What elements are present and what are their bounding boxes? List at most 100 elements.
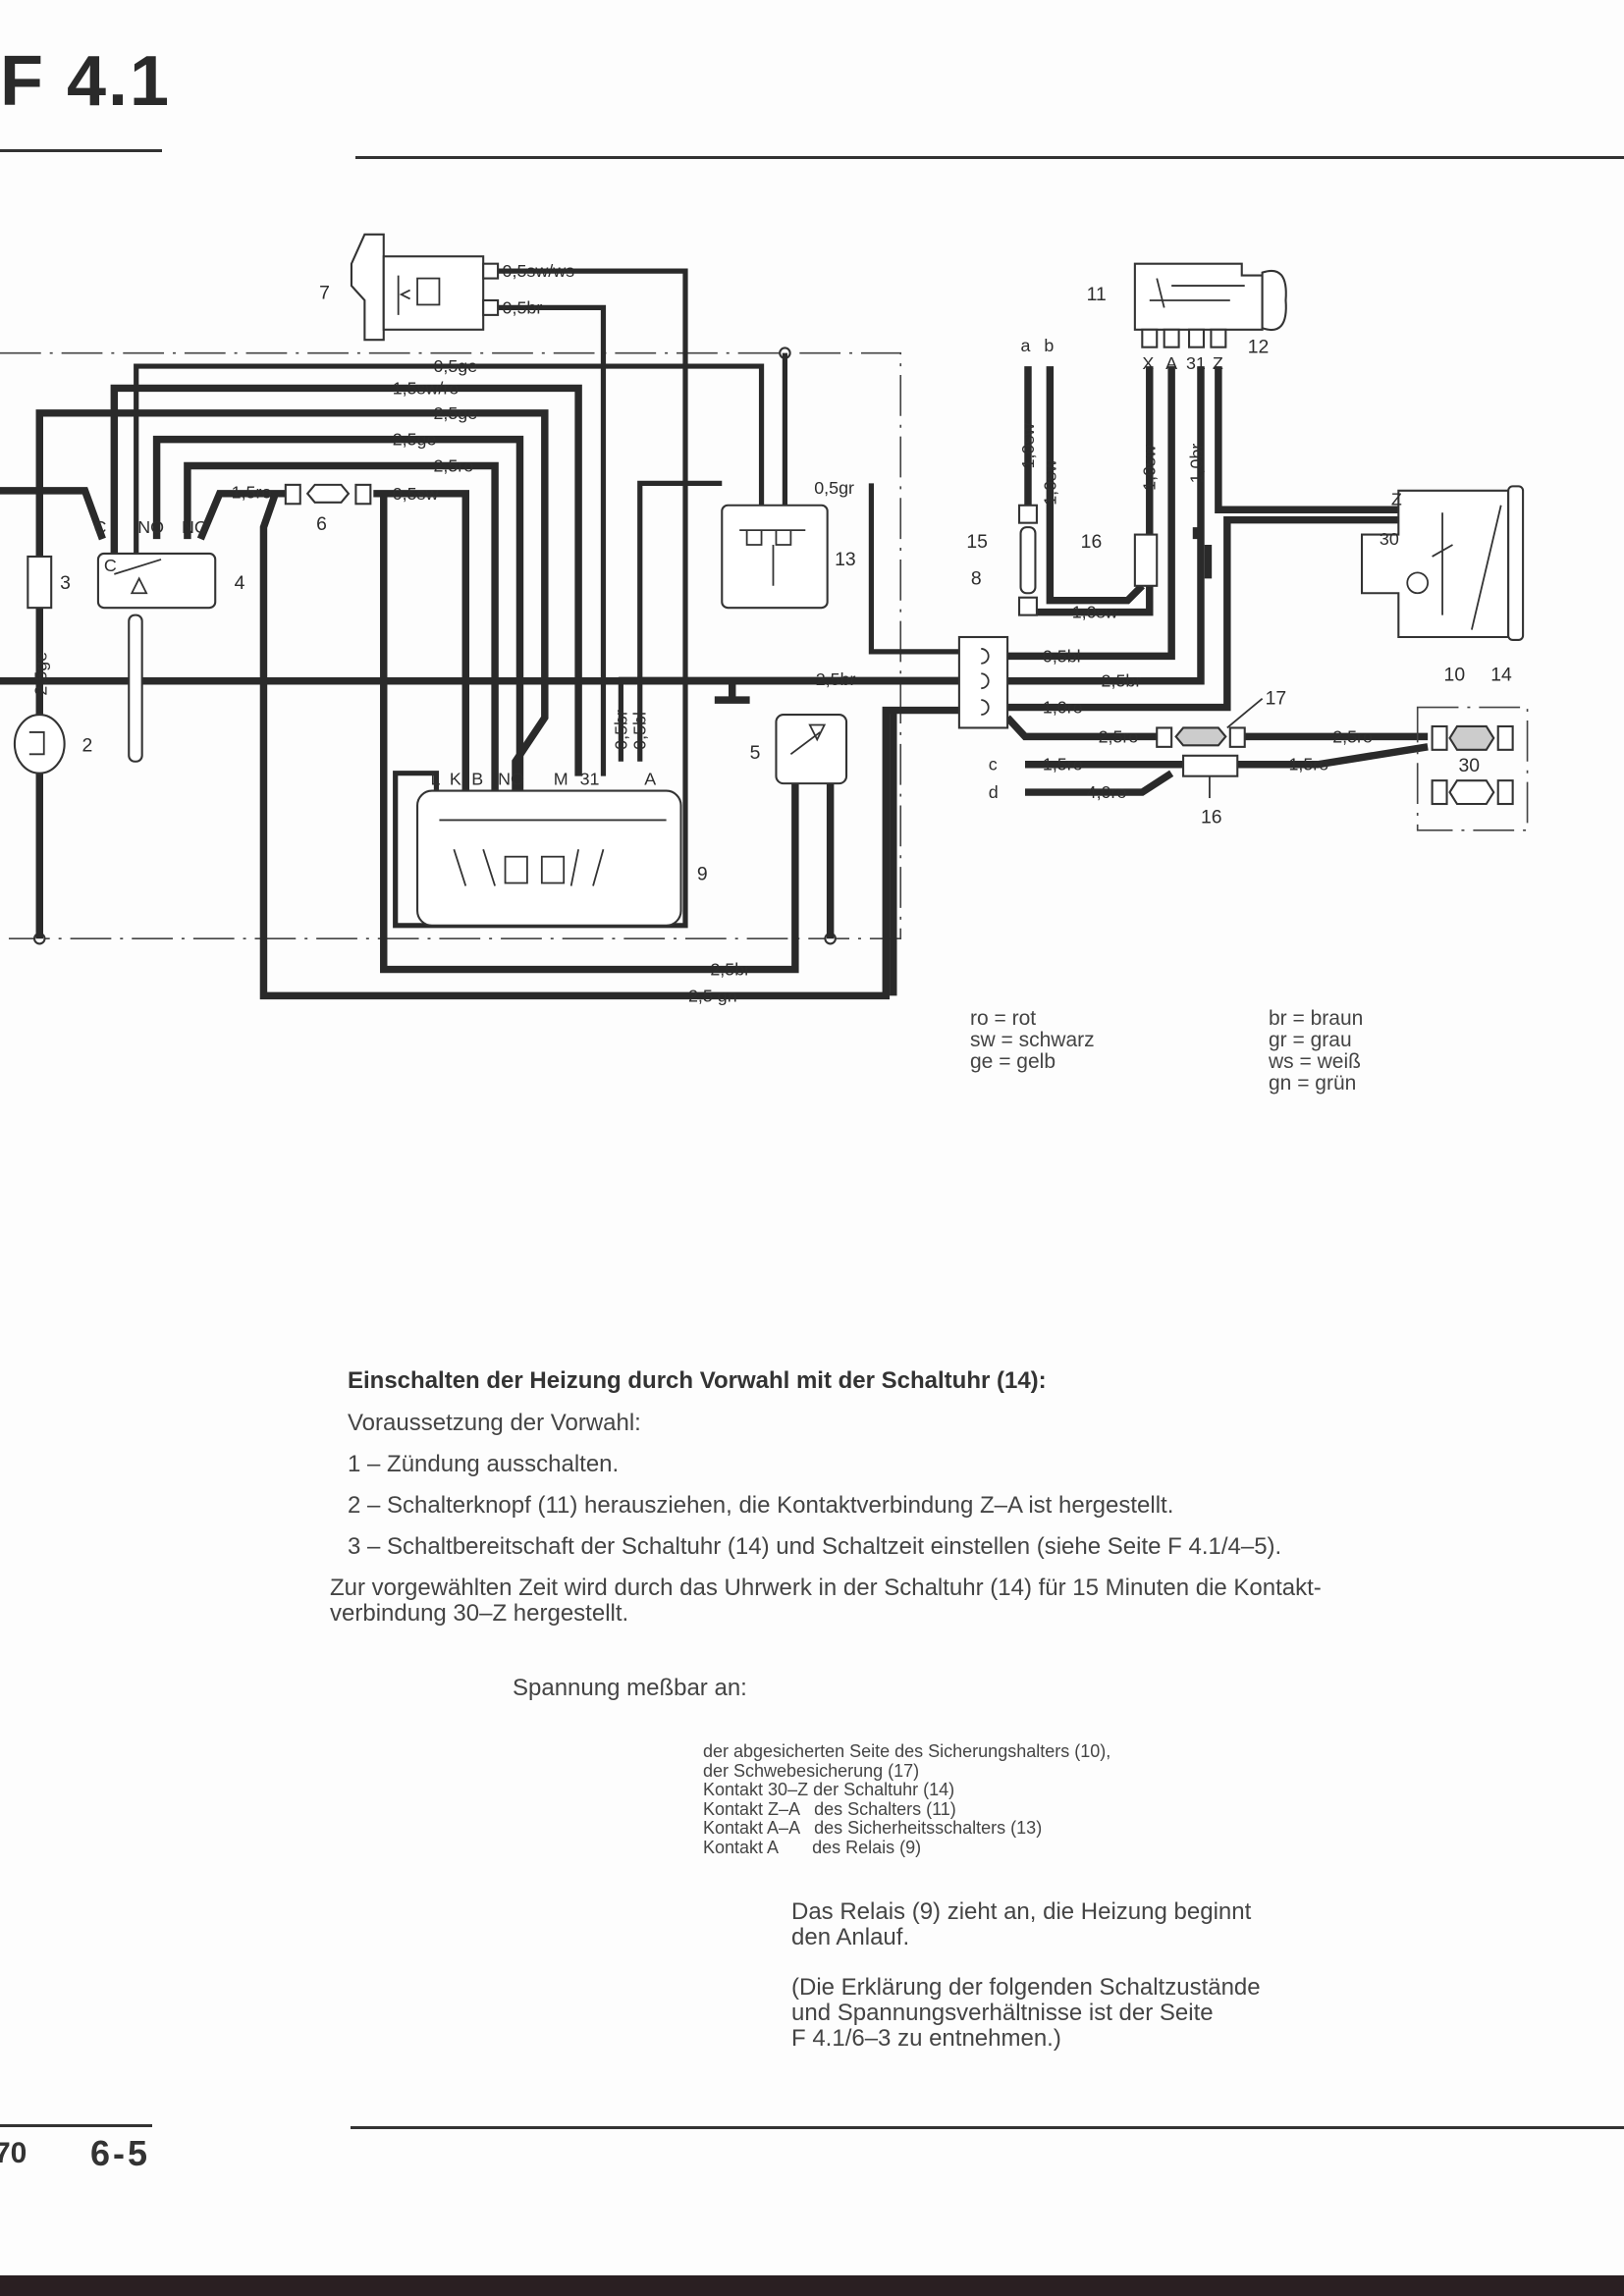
legend-item: ro = rot — [970, 1007, 1037, 1030]
component-13-safety-switch: 13 — [721, 504, 856, 610]
paragraph-line: verbindung 30–Z hergestellt. — [330, 1600, 629, 1627]
footer-year: 70 — [0, 2137, 27, 2169]
step-3: 3 – Schaltbereitschaft der Schaltuhr (14… — [348, 1533, 1282, 1560]
component-10-fuse-holder: 30 10 — [1416, 665, 1529, 831]
svg-text:2,5ge: 2,5ge — [393, 430, 437, 450]
measure-points: der abgesicherten Seite des Sicherungsha… — [703, 1741, 1111, 1857]
svg-text:1,5ro: 1,5ro — [232, 482, 272, 502]
component-14-timer-clock: Z 30 14 — [1360, 485, 1525, 686]
svg-text:4,0ro: 4,0ro — [1087, 782, 1127, 802]
svg-text:0,5ge: 0,5ge — [433, 356, 477, 376]
svg-text:2,5br: 2,5br — [710, 960, 750, 980]
component-2-sensor: 2 — [13, 713, 93, 774]
measure-point: der Schwebesicherung (17) — [703, 1760, 920, 1781]
wires-right — [0, 366, 1429, 996]
svg-text:A: A — [644, 770, 656, 789]
svg-text:31: 31 — [1186, 353, 1206, 373]
note-line: (Die Erklärung der folgenden Schaltzustä… — [791, 1974, 1261, 2001]
svg-text:0,5sw: 0,5sw — [393, 484, 439, 504]
color-legend-right: br = braun gr = grau ws = weiß gn = grün — [1269, 1008, 1363, 1095]
svg-text:1,0sw: 1,0sw — [1040, 459, 1059, 506]
measure-point: Kontakt Z–A des Schalters (11) — [703, 1798, 956, 1819]
svg-text:7: 7 — [319, 282, 330, 303]
svg-text:B: B — [471, 770, 483, 789]
header-rule-right — [355, 156, 1624, 159]
header-rule-left — [0, 149, 162, 152]
section-heading: F 4.1 — [0, 42, 172, 121]
svg-text:5: 5 — [750, 742, 761, 764]
legend-item: gn = grün — [1269, 1072, 1357, 1095]
component-8-connector: 8 — [957, 567, 1009, 729]
component-4-switch: C NO NC C 4 — [93, 517, 245, 763]
svg-text:0,5br: 0,5br — [611, 710, 630, 750]
svg-text:2,5ro: 2,5ro — [433, 455, 473, 475]
component-5-switch: 5 — [750, 713, 848, 785]
wire-labels: 0,5sw/ws 0,5br 0,5ge 1,5sw/ro 2,5ge 2,5g… — [232, 261, 1373, 1005]
svg-text:2: 2 — [82, 734, 93, 756]
svg-text:2,5br: 2,5br — [816, 669, 856, 689]
svg-text:31: 31 — [580, 770, 600, 789]
svg-text:0,5bl: 0,5bl — [630, 712, 650, 750]
step-2: 2 – Schalterknopf (11) herausziehen, die… — [348, 1492, 1174, 1519]
svg-text:b: b — [1044, 336, 1054, 355]
component-9-relay: L K B NO M 31 A 9 — [416, 770, 708, 927]
component-6-fuse: 6 — [284, 483, 372, 535]
svg-text:2,5br: 2,5br — [1102, 671, 1142, 691]
svg-text:1,0sw: 1,0sw — [1140, 445, 1160, 491]
legend-item: ge = gelb — [970, 1050, 1056, 1073]
measure-point: der abgesicherten Seite des Sicherungsha… — [703, 1741, 1111, 1761]
svg-text:0,5gr: 0,5gr — [814, 478, 854, 498]
svg-text:NC: NC — [182, 517, 207, 537]
svg-text:2,5 gn: 2,5 gn — [688, 986, 737, 1005]
svg-text:30: 30 — [1458, 755, 1480, 776]
svg-text:K: K — [450, 770, 461, 789]
component-11-switch: X A 31 Z 11 12 — [1087, 262, 1287, 373]
component-15-fuse: 15 — [966, 504, 1038, 616]
svg-text:1,0ro: 1,0ro — [1043, 698, 1083, 718]
svg-text:NO: NO — [498, 770, 524, 789]
svg-text:Z: Z — [1213, 353, 1223, 373]
svg-text:16: 16 — [1201, 806, 1222, 828]
svg-text:2,5ge: 2,5ge — [433, 403, 477, 423]
legend-item: ws = weiß — [1269, 1050, 1361, 1073]
svg-text:16: 16 — [1081, 531, 1103, 553]
svg-text:14: 14 — [1490, 665, 1512, 686]
svg-text:X: X — [1142, 353, 1154, 373]
svg-text:M: M — [554, 770, 568, 789]
svg-text:12: 12 — [1248, 337, 1270, 358]
svg-text:1,5ro: 1,5ro — [1288, 755, 1328, 774]
result-line: Das Relais (9) zieht an, die Heizung beg… — [791, 1898, 1252, 1925]
svg-text:11: 11 — [1087, 284, 1107, 305]
svg-text:2,5ro: 2,5ro — [1332, 726, 1373, 746]
paragraph-line: Zur vorgewählten Zeit wird durch das Uhr… — [330, 1575, 1322, 1601]
svg-text:NO: NO — [137, 517, 164, 537]
intro-text: Voraussetzung der Vorwahl: — [348, 1410, 641, 1436]
svg-text:1,0sw: 1,0sw — [1018, 423, 1038, 469]
component-17-inline-fuse: 17 — [1156, 688, 1286, 748]
svg-text:1,5ro: 1,5ro — [1043, 755, 1083, 774]
ground-icon — [1192, 527, 1213, 579]
svg-text:a: a — [1021, 336, 1031, 355]
color-legend-left: ro = rot sw = schwarz ge = gelb — [970, 1008, 1095, 1073]
note-line: F 4.1/6–3 zu entnehmen.) — [791, 2025, 1061, 2052]
svg-text:6: 6 — [316, 513, 327, 535]
svg-text:4: 4 — [235, 572, 245, 594]
svg-text:c: c — [989, 755, 998, 774]
measure-point: Kontakt A–A des Sicherheitsschalters (13… — [703, 1818, 1043, 1838]
svg-text:C: C — [93, 517, 106, 537]
page-number: 6-5 — [90, 2133, 151, 2173]
footer-rule-left — [0, 2124, 152, 2127]
note-line: und Spannungsverhältnisse ist der Seite — [791, 2000, 1214, 2026]
result-line: den Anlauf. — [791, 1924, 910, 1950]
svg-text:30: 30 — [1380, 529, 1399, 549]
svg-text:0,5bl: 0,5bl — [1043, 646, 1081, 666]
scan-edge — [0, 2275, 1624, 2296]
svg-text:Z: Z — [1391, 490, 1402, 509]
svg-text:15: 15 — [966, 531, 988, 553]
component-3: 3 — [27, 555, 71, 610]
svg-text:1,0br: 1,0br — [1186, 444, 1206, 484]
component-16-connector-lower: 16 — [1182, 754, 1239, 828]
legend-item: gr = grau — [1269, 1029, 1352, 1051]
svg-text:L: L — [430, 770, 440, 789]
